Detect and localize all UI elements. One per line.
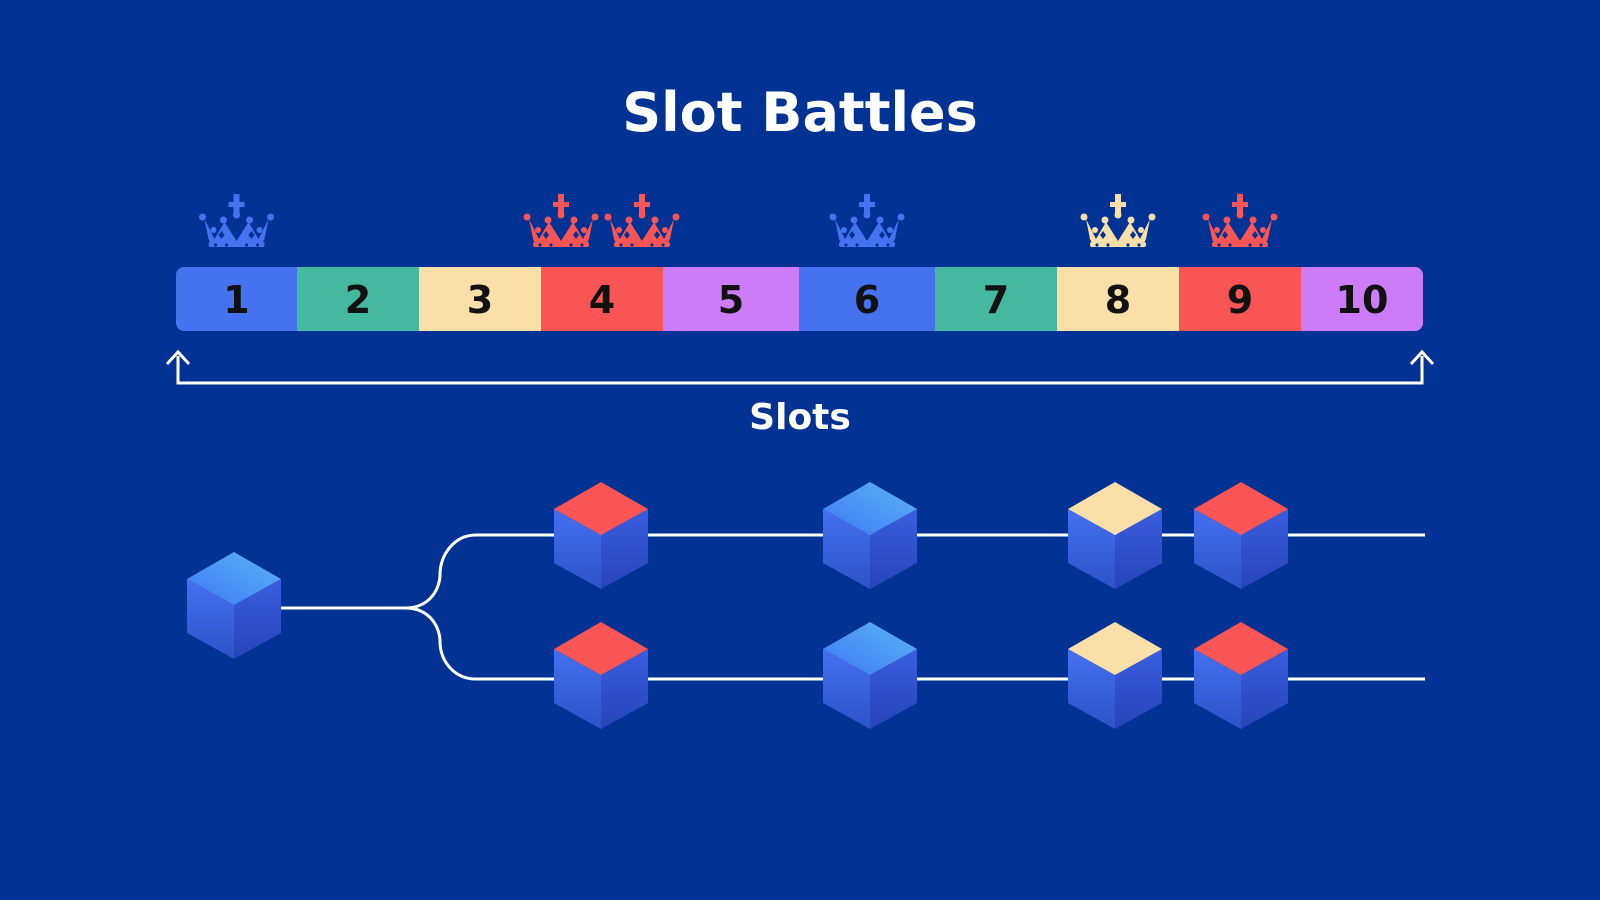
slot-label: 4 <box>589 278 615 322</box>
crown-icon <box>1080 194 1156 247</box>
slot-label: 5 <box>718 278 744 322</box>
slot-4 <box>541 267 664 331</box>
block-cube-icon <box>1194 622 1288 729</box>
slot-2 <box>297 267 420 331</box>
block-cube-icon <box>823 622 917 729</box>
block-cube-icon <box>1068 482 1162 589</box>
slot-10 <box>1301 267 1423 331</box>
slot-6 <box>799 267 936 331</box>
slot-label: 6 <box>854 278 880 322</box>
page-title: Slot Battles <box>622 81 978 144</box>
slot-5 <box>663 267 800 331</box>
slot-9 <box>1179 267 1302 331</box>
block-cube-icon <box>823 482 917 589</box>
bracket-line <box>176 356 1424 385</box>
slot-label: 10 <box>1336 278 1389 322</box>
block-cube-icon <box>554 482 648 589</box>
crown-icon <box>523 194 599 247</box>
fork-line-upper <box>278 533 1425 610</box>
slot-label: 7 <box>983 278 1009 322</box>
arrow-up-icon <box>165 349 191 366</box>
crown-icon <box>604 194 680 247</box>
crown-row <box>199 194 1278 247</box>
crown-icon <box>829 194 905 247</box>
block-chain <box>187 482 1288 729</box>
slot-label: 9 <box>1227 278 1253 322</box>
block-cube-icon <box>187 552 281 659</box>
fork-line-lower <box>404 606 1425 681</box>
slot-7 <box>935 267 1058 331</box>
block-cube-icon <box>1068 622 1162 729</box>
fork-lines <box>278 533 1425 681</box>
crown-icon <box>1202 194 1278 247</box>
slots-span-bracket <box>165 349 1435 385</box>
slot-label: 3 <box>467 278 493 322</box>
slot-bar: 1 2 3 4 5 6 7 8 9 10 <box>176 267 1423 331</box>
block-cube-icon <box>554 622 648 729</box>
slot-label: 1 <box>223 278 249 322</box>
slots-label: Slots <box>749 397 851 438</box>
slot-label: 2 <box>345 278 371 322</box>
arrow-up-icon <box>1409 349 1435 366</box>
slot-1 <box>176 267 298 331</box>
slot-8 <box>1057 267 1180 331</box>
slot-label: 8 <box>1105 278 1131 322</box>
slot-3 <box>419 267 542 331</box>
block-cube-icon <box>1194 482 1288 589</box>
crown-icon <box>199 194 274 247</box>
